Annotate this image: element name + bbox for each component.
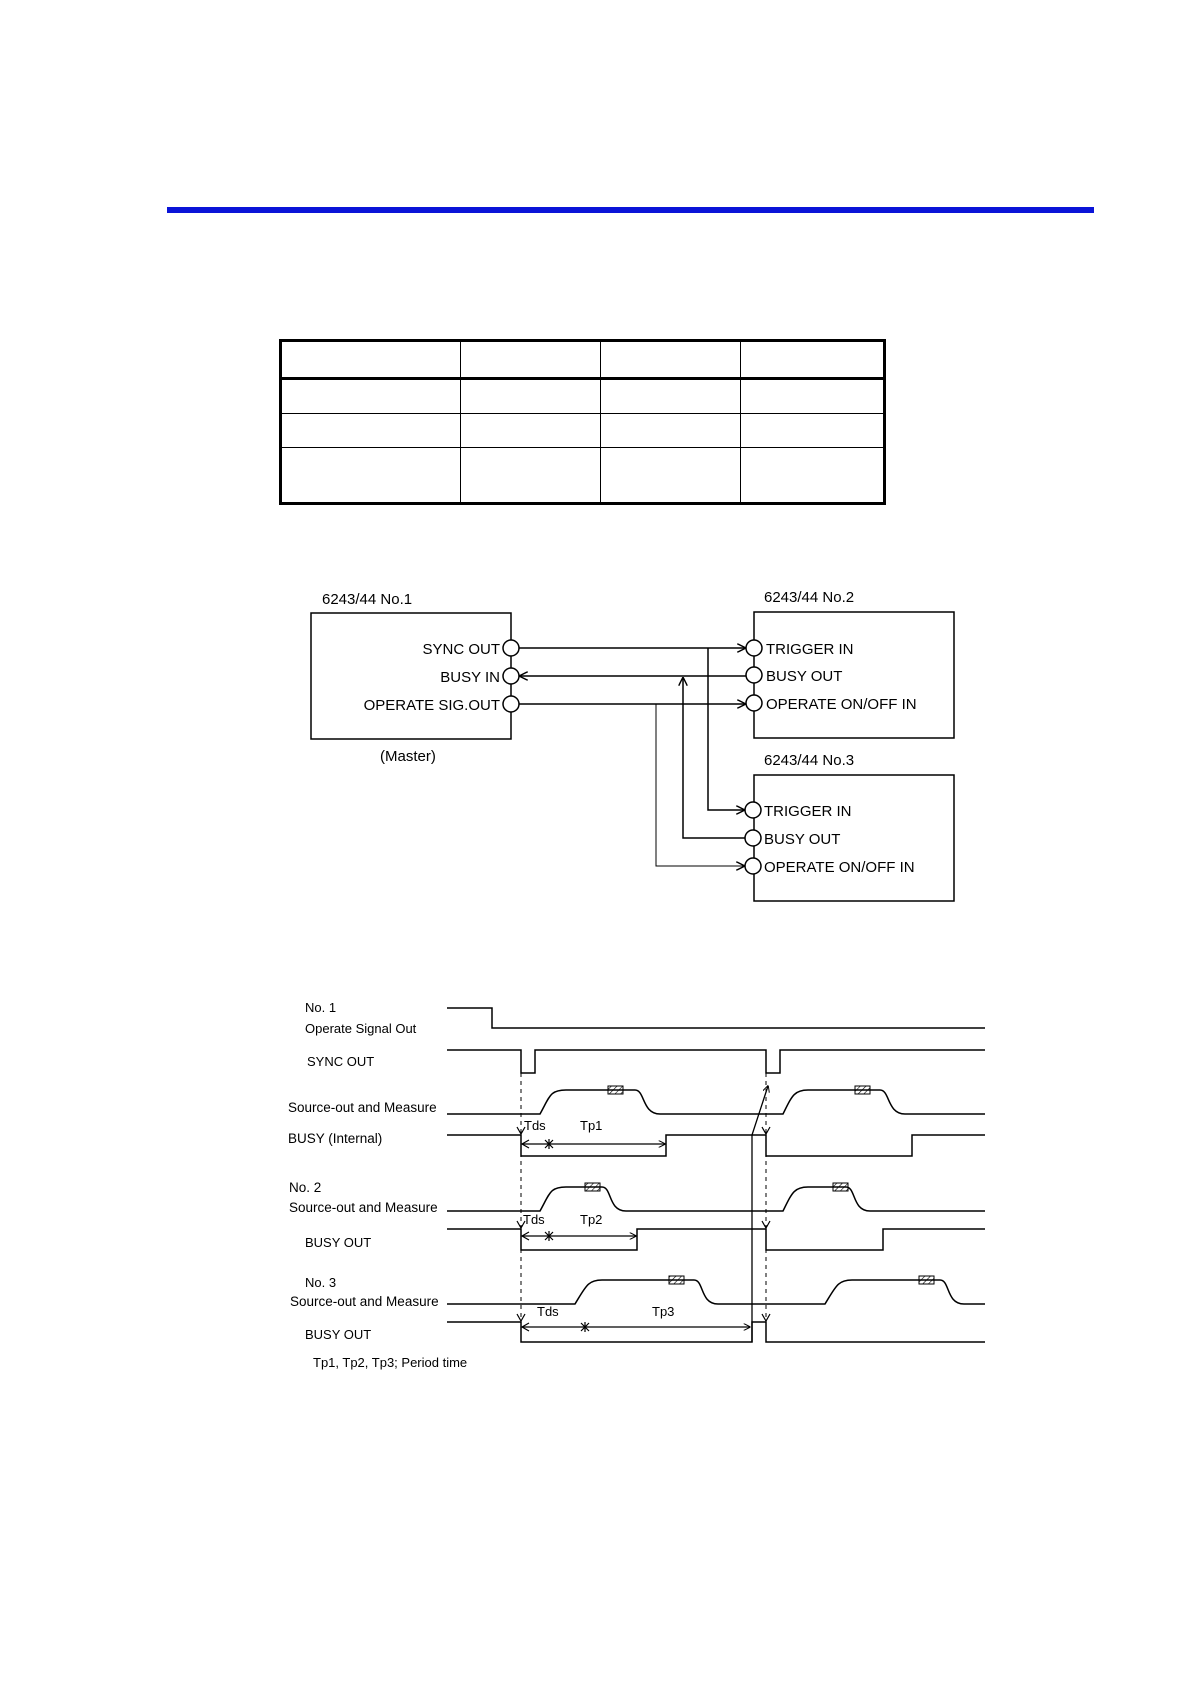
waveform-no1-busy-internal bbox=[447, 1134, 985, 1157]
slave2-port-trigger-in-label: TRIGGER IN bbox=[766, 641, 854, 658]
master-port-busy-in-label: BUSY IN bbox=[440, 669, 500, 686]
wire-busy3-to-master bbox=[683, 678, 745, 839]
slave3-port-busy-out-label: BUSY OUT bbox=[764, 831, 840, 848]
waveform-sync-out bbox=[447, 1049, 985, 1074]
measure-window-no3-a bbox=[668, 1275, 685, 1285]
master-sync-out-connector bbox=[502, 639, 520, 657]
waveform-operate-signal-out bbox=[447, 1007, 985, 1029]
waveform-no3-source-measure bbox=[447, 1279, 985, 1305]
dim-tds-3-star bbox=[580, 1322, 590, 1332]
slave3-title: 6243/44 No.3 bbox=[764, 752, 854, 769]
wire-operate-to-slave3 bbox=[655, 704, 744, 866]
dim-tds-1-label: Tds bbox=[524, 1118, 546, 1133]
dim-tds-3-label: Tds bbox=[537, 1304, 559, 1319]
timing-sync-out-label: SYNC OUT bbox=[307, 1054, 374, 1069]
timing-no3-label: No. 3 bbox=[305, 1275, 336, 1290]
timing-diagram: No. 1 Operate Signal Out SYNC OUT Source… bbox=[288, 1000, 985, 1370]
timing-no1-label: No. 1 bbox=[305, 1000, 336, 1015]
wire-sync-to-trigger3 bbox=[707, 648, 744, 810]
timing-source-measure-label: Source-out and Measure bbox=[288, 1100, 437, 1115]
slave2-title: 6243/44 No.2 bbox=[764, 589, 854, 606]
sync-arrowhead-1c bbox=[516, 1313, 526, 1323]
dim-tds-2-label: Tds bbox=[523, 1212, 545, 1227]
slave3-port-trigger-in-label: TRIGGER IN bbox=[764, 803, 852, 820]
slave3-operate-connector bbox=[744, 857, 762, 875]
dim-tp1-label: Tp1 bbox=[580, 1118, 602, 1133]
dim-tp2-label: Tp2 bbox=[580, 1212, 602, 1227]
waveform-no3-busy-out bbox=[447, 1321, 985, 1343]
slave2-trigger-in-connector bbox=[745, 639, 763, 657]
slave3-port-operate-label: OPERATE ON/OFF IN bbox=[764, 859, 915, 876]
timing-no2-source-measure-label: Source-out and Measure bbox=[289, 1200, 438, 1215]
waveform-no2-source-measure bbox=[447, 1186, 985, 1212]
table-header-row bbox=[280, 340, 885, 380]
timing-period-note: Tp1, Tp2, Tp3; Period time bbox=[313, 1355, 467, 1370]
measure-window-no2-b bbox=[832, 1182, 849, 1192]
connection-diagram: 6243/44 No.1 SYNC OUT BUSY IN OPERATE SI… bbox=[310, 589, 955, 902]
master-busy-in-connector bbox=[502, 667, 520, 685]
master-operate-connector bbox=[502, 695, 520, 713]
measure-window-no3-b bbox=[918, 1275, 935, 1285]
slave2-busy-out-connector bbox=[745, 666, 763, 684]
waveform-no2-busy-out bbox=[447, 1228, 985, 1251]
dim-tp3-label: Tp3 bbox=[652, 1304, 674, 1319]
measure-window-no2-a bbox=[584, 1182, 601, 1192]
header-rule bbox=[167, 207, 1094, 213]
slave3-trigger-in-connector bbox=[744, 801, 762, 819]
timing-no2-busy-out-label: BUSY OUT bbox=[305, 1235, 371, 1250]
slave2-port-busy-out-label: BUSY OUT bbox=[766, 668, 842, 685]
master-title: 6243/44 No.1 bbox=[322, 591, 412, 608]
master-port-operate-sig-out-label: OPERATE SIG.OUT bbox=[364, 697, 500, 714]
timing-no2-label: No. 2 bbox=[289, 1180, 321, 1195]
sync-arrowhead-1b bbox=[516, 1220, 526, 1230]
sync-arrowhead-2a bbox=[761, 1126, 771, 1136]
master-role-label: (Master) bbox=[380, 748, 436, 765]
slave2-port-operate-label: OPERATE ON/OFF IN bbox=[766, 696, 917, 713]
dim-tds-1-arrowhead bbox=[520, 1139, 530, 1149]
measure-window-no1-b bbox=[854, 1085, 871, 1095]
dim-tds-1-star bbox=[544, 1139, 554, 1149]
dim-tds-2-arrowhead bbox=[520, 1231, 530, 1241]
measure-window-no1-a bbox=[607, 1085, 624, 1095]
sync-arrowhead-1a bbox=[516, 1126, 526, 1136]
master-port-sync-out-label: SYNC OUT bbox=[422, 641, 500, 658]
sync-arrowhead-2c bbox=[761, 1313, 771, 1323]
busy-release-arrow bbox=[751, 1086, 768, 1342]
slave3-busy-out-connector bbox=[744, 829, 762, 847]
slave2-operate-connector bbox=[745, 694, 763, 712]
settings-table bbox=[279, 339, 886, 505]
table-row bbox=[280, 413, 885, 448]
dim-tds-2-star bbox=[544, 1231, 554, 1241]
timing-operate-signal-out-label: Operate Signal Out bbox=[305, 1021, 417, 1036]
table-row bbox=[280, 378, 885, 414]
sync-arrowhead-2b bbox=[761, 1220, 771, 1230]
timing-no3-source-measure-label: Source-out and Measure bbox=[290, 1294, 439, 1309]
timing-no3-busy-out-label: BUSY OUT bbox=[305, 1327, 371, 1342]
timing-busy-internal-label: BUSY (Internal) bbox=[288, 1131, 382, 1146]
table-row bbox=[280, 447, 885, 504]
waveform-no1-source-measure bbox=[447, 1089, 985, 1115]
dim-tds-3-arrowhead bbox=[520, 1322, 530, 1332]
